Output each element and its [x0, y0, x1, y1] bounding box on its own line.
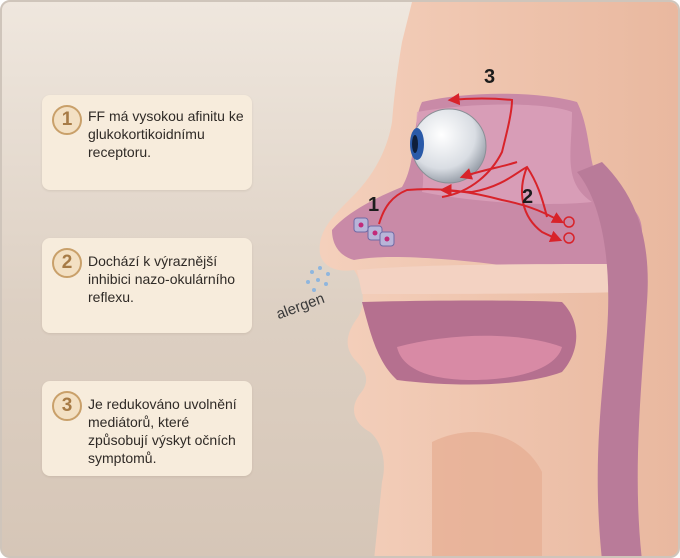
- info-card-2: 2 Dochází k výraznější inhibici nazo-oku…: [42, 238, 252, 333]
- card-number-badge: 2: [52, 248, 82, 278]
- pharynx: [577, 162, 648, 556]
- palate: [357, 264, 627, 294]
- arrow-step2-down: [521, 166, 563, 243]
- card-text: Je redukováno uvolnění mediátorů, které …: [88, 396, 237, 466]
- card-number-badge: 1: [52, 105, 82, 135]
- step-label-1: 1: [368, 194, 380, 216]
- neck-area: [432, 432, 542, 556]
- info-card-1: 1 FF má vysokou afinitu ke glukokortikoi…: [42, 95, 252, 190]
- nerve-pathways: [378, 93, 565, 243]
- arrow-step2-back: [439, 165, 548, 218]
- mast-cells: [353, 217, 395, 247]
- receptor-symbols: [563, 216, 575, 244]
- step-label-3: 3: [484, 66, 496, 88]
- step-label-2: 2: [522, 186, 534, 208]
- arrow-step3: [441, 93, 514, 198]
- allergen-particles: [306, 266, 330, 292]
- tongue: [397, 335, 562, 380]
- eyeball: [410, 108, 487, 184]
- card-number-badge: 3: [52, 391, 82, 421]
- info-card-3: 3 Je redukováno uvolnění mediátorů, kter…: [42, 381, 252, 476]
- card-text: FF má vysokou afinitu ke glukokortikoidn…: [88, 108, 244, 160]
- card-text: Dochází k výraznější inhibici nazo-okulá…: [88, 253, 236, 305]
- arrow-to-eye: [459, 161, 518, 180]
